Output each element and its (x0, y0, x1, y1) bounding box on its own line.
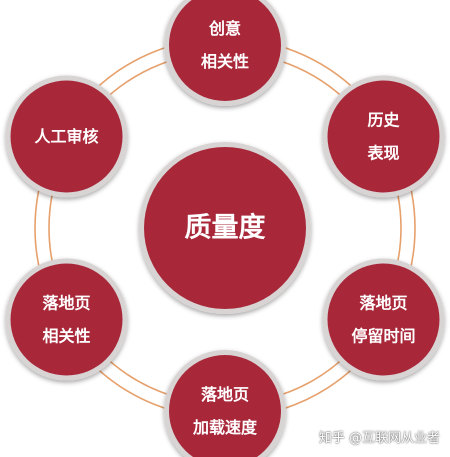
node-landing-relevance-circle (10, 263, 123, 376)
node-history-label-1: 表现 (366, 144, 399, 163)
node-manual-review-circle (10, 80, 123, 193)
node-landing-dwell-circle (327, 263, 440, 376)
node-creative-label-1: 相关性 (201, 52, 249, 71)
node-landing-dwell-label-0: 落地页 (359, 294, 407, 313)
node-landing-speed-circle (169, 355, 281, 457)
node-landing-relevance-label-0: 落地页 (43, 294, 91, 313)
node-landing-speed-label-1: 加载速度 (192, 418, 258, 437)
node-manual-review: 人工审核 (5, 75, 128, 198)
center-label: 质量度 (185, 212, 266, 244)
watermark: 知乎 @互联网从业者 (318, 431, 440, 446)
node-landing-dwell-label-1: 停留时间 (351, 327, 415, 346)
node-landing-speed-label-0: 落地页 (201, 385, 249, 404)
node-manual-review-label-0: 人工审核 (35, 127, 99, 146)
node-creative-label-0: 创意 (208, 19, 241, 38)
node-history-label-0: 历史 (367, 111, 400, 130)
center-node: 质量度 (139, 142, 311, 314)
node-history-circle (327, 80, 440, 193)
center-node-circle (144, 147, 306, 309)
node-landing-relevance-label-1: 相关性 (43, 327, 91, 346)
node-creative-circle (169, 0, 281, 101)
